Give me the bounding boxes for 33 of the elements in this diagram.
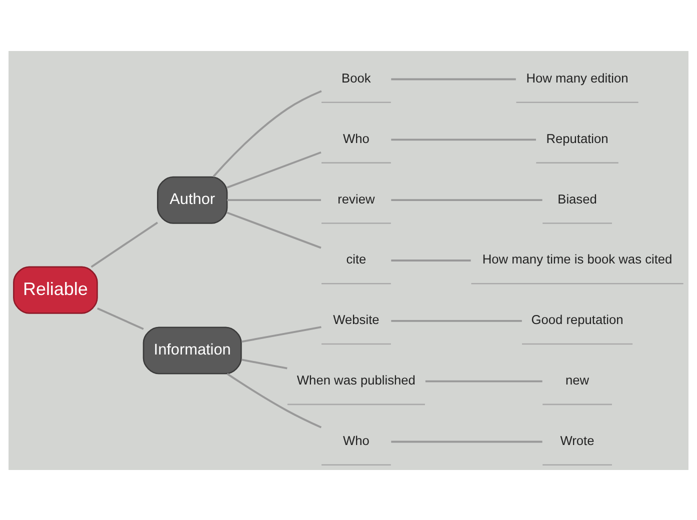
- connector: [241, 326, 322, 342]
- connector: [227, 198, 321, 201]
- connector: [425, 380, 542, 382]
- node-text: Website: [333, 312, 380, 327]
- node-box: Reliable: [13, 266, 98, 314]
- node-text: cite: [346, 251, 366, 266]
- node-text: Book: [342, 70, 371, 85]
- connector: [226, 372, 322, 428]
- connector: [97, 306, 144, 330]
- node-text: Wrote: [560, 432, 594, 448]
- connector: [226, 151, 322, 188]
- node-text: Who: [343, 130, 370, 146]
- node-text: How many time is book was cited: [482, 251, 672, 266]
- connector: [391, 440, 542, 442]
- node-box: Information: [142, 326, 242, 374]
- connector: [391, 138, 536, 140]
- connector: [226, 211, 322, 248]
- node-text: When was published: [296, 372, 416, 388]
- node-text: review: [338, 190, 375, 206]
- node-text: Who: [343, 432, 370, 448]
- node-text: How many edition: [526, 70, 628, 85]
- connector: [391, 78, 516, 80]
- connector: [391, 198, 542, 201]
- node-text: Good reputation: [531, 312, 624, 327]
- connector: [212, 90, 322, 177]
- connector: [90, 221, 158, 268]
- connector: [391, 319, 522, 322]
- node-text: Biased: [558, 190, 597, 206]
- connector: [391, 259, 471, 261]
- node-text: new: [566, 372, 590, 388]
- node-text: Reputation: [546, 130, 608, 146]
- node-box: Author: [157, 176, 228, 224]
- connector: [241, 358, 288, 369]
